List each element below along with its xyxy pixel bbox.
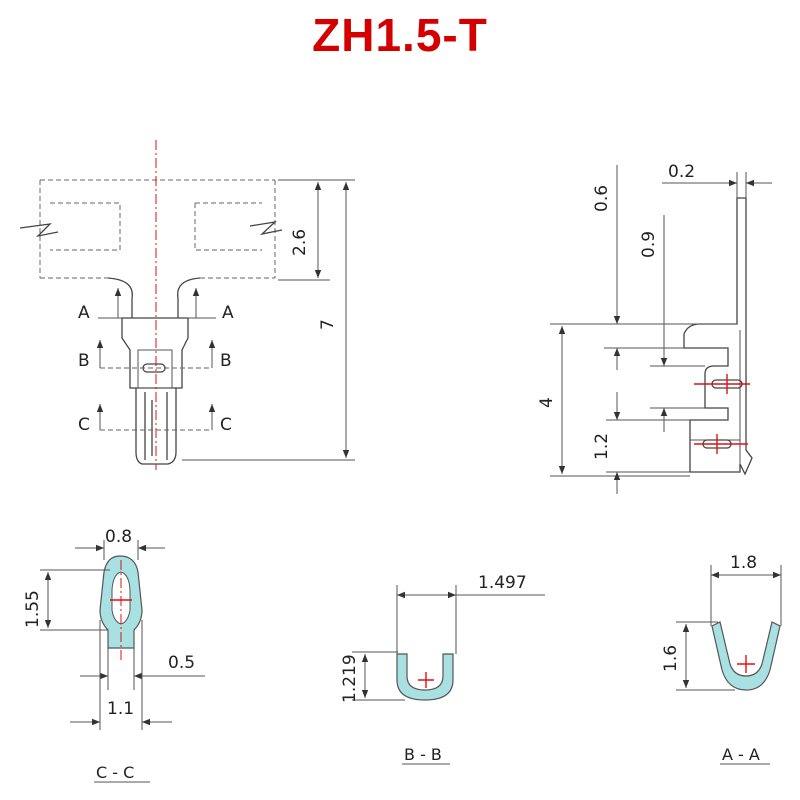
- dim-front-7: 7: [182, 179, 355, 461]
- terminal-neck: [107, 277, 201, 318]
- wire-barrel-outline: [39, 179, 276, 279]
- section-mark-c: C C: [78, 404, 232, 435]
- dim-aa-1-8: 1.8: [710, 553, 782, 626]
- svg-text:0.9: 0.9: [639, 231, 659, 258]
- section-aa: 1.8 1.6 A - A: [661, 553, 782, 765]
- svg-text:0.2: 0.2: [668, 162, 695, 182]
- section-aa-profile: [711, 621, 781, 691]
- svg-text:0.6: 0.6: [592, 185, 612, 212]
- svg-text:1.2: 1.2: [592, 433, 612, 460]
- svg-text:1.6: 1.6: [661, 645, 681, 672]
- section-aa-cross: [737, 655, 755, 673]
- dim-bb-1-497: 1.497: [396, 573, 545, 654]
- break-mark-right: [249, 221, 283, 236]
- svg-text:7: 7: [318, 319, 338, 330]
- svg-text:A: A: [78, 303, 90, 323]
- svg-text:0.5: 0.5: [168, 653, 195, 673]
- centermark-lower: [694, 434, 748, 454]
- front-view: A A B B C C 2.6: [19, 140, 355, 470]
- svg-text:4: 4: [537, 397, 557, 408]
- dim-bb-1-219: 1.219: [340, 651, 405, 703]
- section-cc-label: C - C: [96, 763, 134, 782]
- dim-cc-1-1: 1.1: [70, 620, 172, 730]
- svg-text:B: B: [78, 351, 90, 371]
- svg-text:0.8: 0.8: [105, 527, 132, 547]
- svg-text:1.55: 1.55: [23, 590, 43, 628]
- side-profile: [683, 197, 753, 476]
- section-aa-label: A - A: [722, 745, 760, 764]
- dim-cc-0-8: 0.8: [75, 527, 165, 560]
- centermark-upper: [694, 374, 750, 394]
- dim-side-4: 4: [537, 323, 690, 477]
- section-cc: 0.8 1.55 0.5 1.1 C - C: [23, 527, 205, 783]
- svg-text:2.6: 2.6: [290, 229, 310, 256]
- dim-side-0-6: 0.6: [592, 165, 737, 370]
- section-bb-profile: [396, 653, 454, 701]
- svg-text:C: C: [220, 415, 232, 435]
- break-mark-left: [19, 223, 59, 238]
- drawing-title: ZH1.5-T: [312, 9, 488, 61]
- svg-text:B: B: [220, 351, 232, 371]
- svg-text:1.8: 1.8: [730, 553, 757, 573]
- section-bb-cross: [418, 672, 434, 688]
- section-bb-label: B - B: [404, 745, 442, 764]
- svg-text:1.1: 1.1: [107, 699, 134, 719]
- dim-cc-0-5: 0.5: [80, 648, 205, 690]
- dim-aa-1-6: 1.6: [661, 621, 735, 691]
- section-mark-b: B B: [78, 340, 232, 371]
- dim-side-0-2: 0.2: [662, 162, 772, 198]
- svg-text:C: C: [78, 415, 90, 435]
- dim-side-0-9: 0.9: [639, 215, 705, 432]
- section-mark-a: A A: [78, 288, 234, 323]
- svg-text:1.497: 1.497: [478, 573, 527, 593]
- dim-cc-1-55: 1.55: [23, 569, 110, 631]
- side-view: 0.2 0.6 0.9 4: [537, 162, 772, 494]
- dim-side-1-2: 1.2: [592, 392, 690, 494]
- section-bb: 1.497 1.219 B - B: [340, 573, 545, 765]
- contact-tip: [135, 388, 177, 465]
- svg-text:1.219: 1.219: [340, 654, 360, 703]
- svg-text:A: A: [222, 303, 234, 323]
- contact-window: [137, 349, 173, 389]
- dim-front-2-6: 2.6: [278, 179, 330, 281]
- contact-slot: [142, 363, 166, 373]
- contact-body: [121, 317, 189, 389]
